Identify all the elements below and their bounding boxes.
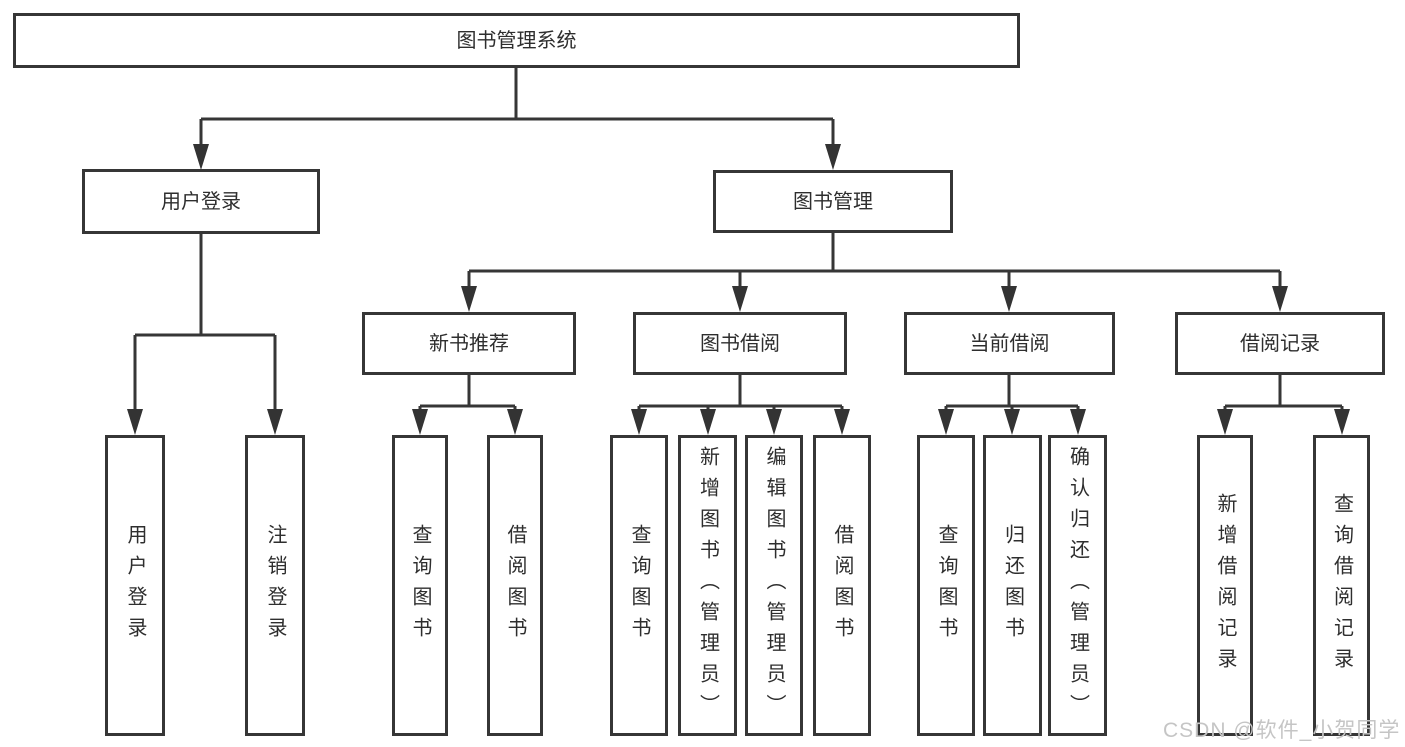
edge-group-borrow-records-children [1217,375,1350,435]
leaf-query-books-recommend: 查询图书 [392,435,448,736]
watermark-text: CSDN @软件_小贺同学 [1163,719,1401,742]
edge-group-current-borrow-children [938,375,1086,435]
leaf-user-login: 用户登录 [105,435,165,736]
edge-user-login-children [127,234,283,435]
edge-book-mgmt-children [461,233,1288,312]
node-new-book-recommend: 新书推荐 [362,312,576,375]
leaf-return-books: 归还图书 [983,435,1042,736]
leaf-query-borrow-record: 查询借阅记录 [1313,435,1370,736]
node-borrow-records: 借阅记录 [1175,312,1385,375]
leaf-borrow-books: 借阅图书 [813,435,871,736]
leaf-add-borrow-record: 新增借阅记录 [1197,435,1253,736]
leaf-logout: 注销登录 [245,435,305,736]
edge-root-to-level2 [193,68,841,170]
leaf-add-books-admin: 新增图书（管理员） [678,435,737,736]
node-current-borrow: 当前借阅 [904,312,1115,375]
leaf-confirm-return-admin: 确认归还（管理员） [1048,435,1107,736]
edge-group-book-borrow-children [631,375,850,435]
leaf-query-books-current: 查询图书 [917,435,975,736]
leaf-edit-books-admin: 编辑图书（管理员） [745,435,803,736]
node-book-borrow: 图书借阅 [633,312,847,375]
leaf-query-books-borrow: 查询图书 [610,435,668,736]
edge-group-new-book-children [412,375,523,435]
leaf-borrow-books-recommend: 借阅图书 [487,435,543,736]
node-user-login: 用户登录 [82,169,320,234]
node-root: 图书管理系统 [13,13,1020,68]
node-book-mgmt: 图书管理 [713,170,953,233]
